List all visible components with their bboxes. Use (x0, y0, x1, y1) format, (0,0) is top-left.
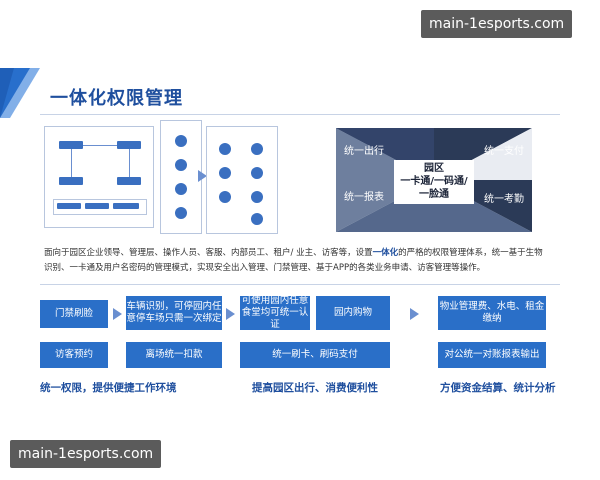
feature-box-visitor: 访客预约 (40, 342, 108, 368)
arrow-icon (226, 308, 235, 320)
description-line-2: 识别、一卡通及用户名密码的管理模式，实现安全出入管理、门禁管理、基于APP的各类… (44, 263, 486, 273)
feature-box-unified-pay: 统一刷卡、刷码支付 (240, 342, 390, 368)
feature-box-face-access: 门禁刷脸 (40, 300, 108, 328)
description-line-1: 面向于园区企业领导、管理层、操作人员、客服、内部员工、租户/ 业主、访客等，设置… (44, 248, 543, 258)
page-title: 一体化权限管理 (50, 88, 183, 109)
watermark-top: main-1esports.com (421, 10, 573, 38)
feature-box-shopping: 园内购物 (316, 296, 390, 330)
corner-accent (0, 68, 40, 118)
caption-unified-permission: 统一权限，提供便捷工作环境 (40, 382, 177, 394)
caption-settlement: 方便资金结算、统计分析 (440, 382, 556, 394)
roles-diagram (160, 120, 202, 234)
feature-box-exit-deduct: 离场统一扣款 (126, 342, 222, 368)
feature-box-canteen: 可使用园内任意食堂均可统一认证 (240, 295, 310, 330)
auth-modes-diagram (206, 126, 278, 234)
org-flow-diagram (44, 126, 154, 228)
feature-box-vehicle: 车辆识别，可停园内任意停车场只需一次绑定 (126, 296, 222, 330)
arrow-icon (113, 308, 122, 320)
arrow-icon (410, 308, 419, 320)
quad-center-label: 园区 一卡通/一码通/ 一脸通 (400, 163, 468, 200)
roles-arrow-icon (198, 170, 207, 182)
quad-bottom-right-label: 统一考勤 (484, 194, 524, 205)
feature-box-property-fees: 物业管理费、水电、租金缴纳 (438, 296, 546, 330)
quad-top-right-label: 统一支付 (484, 146, 524, 157)
description: 面向于园区企业领导、管理层、操作人员、客服、内部员工、租户/ 业主、访客等，设置… (44, 246, 560, 276)
mid-rule (40, 284, 560, 285)
feature-box-reconciliation: 对公统一对账报表输出 (438, 342, 546, 368)
quad-top-left-label: 统一出行 (344, 146, 384, 157)
unified-quad-graphic (336, 128, 532, 232)
caption-convenience: 提高园区出行、消费便利性 (252, 382, 378, 394)
title-rule (40, 114, 560, 115)
watermark-bottom: main-1esports.com (10, 440, 162, 468)
quad-bottom-left-label: 统一报表 (344, 192, 384, 203)
